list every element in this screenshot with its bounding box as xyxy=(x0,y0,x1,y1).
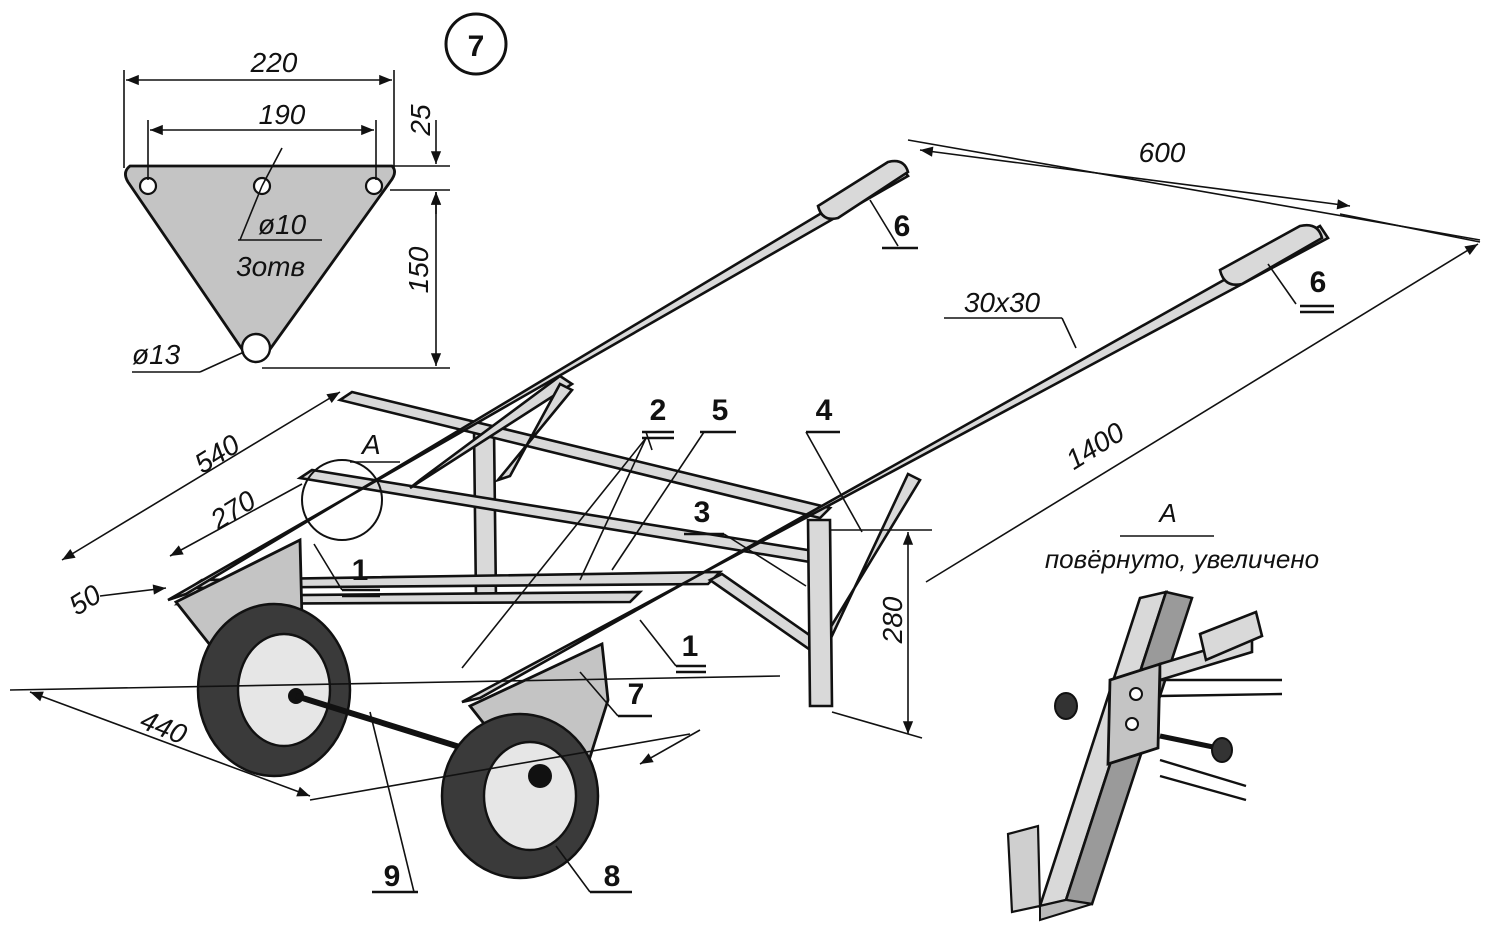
detail-a: A повёрнуто, увеличено xyxy=(1006,498,1319,922)
right-wheel-rim xyxy=(482,740,578,852)
callout-9: 9 xyxy=(384,860,401,893)
detail-a-title: A xyxy=(1157,498,1176,528)
detail-a-plate xyxy=(1106,662,1162,766)
callout-7: 7 xyxy=(628,678,645,711)
brace-left-2 xyxy=(494,382,575,483)
callouts: 6 6 2 5 4 3 1 1 7 xyxy=(313,199,1334,894)
grip-right xyxy=(1218,223,1324,286)
detail-a-plate-hole-bottom xyxy=(1125,717,1139,731)
detail-a-angle-end xyxy=(1039,898,1093,922)
cart-main: A xyxy=(167,159,1330,880)
plate-detail: 220 190 25 150 ø10 3отв ø13 7 xyxy=(123,12,508,373)
dim-280: 280 xyxy=(877,596,908,644)
callout-6-left: 6 xyxy=(894,210,911,243)
detail-a-bolt xyxy=(1159,733,1219,751)
detail-a-nut xyxy=(1054,692,1078,720)
dim-profile: 30x30 xyxy=(964,287,1041,318)
dim-600: 600 xyxy=(1139,137,1186,168)
detail-a-angle-flange xyxy=(1006,824,1042,914)
detail-a-plate-hole-top xyxy=(1129,687,1143,701)
dim-440: 440 xyxy=(136,704,191,750)
callout-4: 4 xyxy=(816,394,833,427)
plate-axle-hole xyxy=(240,332,272,364)
plate-badge-number: 7 xyxy=(468,30,485,63)
dim-220: 220 xyxy=(250,47,298,78)
plate-hole-left xyxy=(138,176,158,196)
callout-1-left: 1 xyxy=(352,554,369,587)
axle-hole-note: ø13 xyxy=(132,339,181,370)
callout-8: 8 xyxy=(604,860,621,893)
grip-left xyxy=(816,159,910,221)
cross-bar-back xyxy=(336,390,833,520)
callout-1-right: 1 xyxy=(682,630,699,663)
rail-right xyxy=(461,224,1330,704)
dim-50: 50 xyxy=(64,578,107,621)
callout-6-right: 6 xyxy=(1310,266,1327,299)
callout-3: 3 xyxy=(694,496,711,529)
plate-hole-right xyxy=(364,176,384,196)
detail-a-subtitle: повёрнуто, увеличено xyxy=(1045,544,1319,574)
view-a-marker-label: A xyxy=(360,429,381,460)
dim-150: 150 xyxy=(403,246,434,293)
dim-540: 540 xyxy=(189,428,245,479)
detail-a-bolt-head xyxy=(1211,737,1233,763)
left-wheel-rim xyxy=(236,632,332,748)
right-wheel-nut xyxy=(528,764,552,788)
dim-270: 270 xyxy=(204,484,261,536)
plate-badge-circle xyxy=(444,12,508,76)
leg-front xyxy=(806,518,834,708)
callout-2: 2 xyxy=(650,394,667,427)
dim-25: 25 xyxy=(405,104,436,137)
dim-1400: 1400 xyxy=(1060,416,1130,476)
dim-190: 190 xyxy=(259,99,306,130)
callout-5: 5 xyxy=(712,394,729,427)
hole-diameter-note: ø10 xyxy=(258,209,307,240)
holes-count-note: 3отв xyxy=(236,251,305,282)
detail-a-upper-tube-end xyxy=(1198,610,1264,662)
